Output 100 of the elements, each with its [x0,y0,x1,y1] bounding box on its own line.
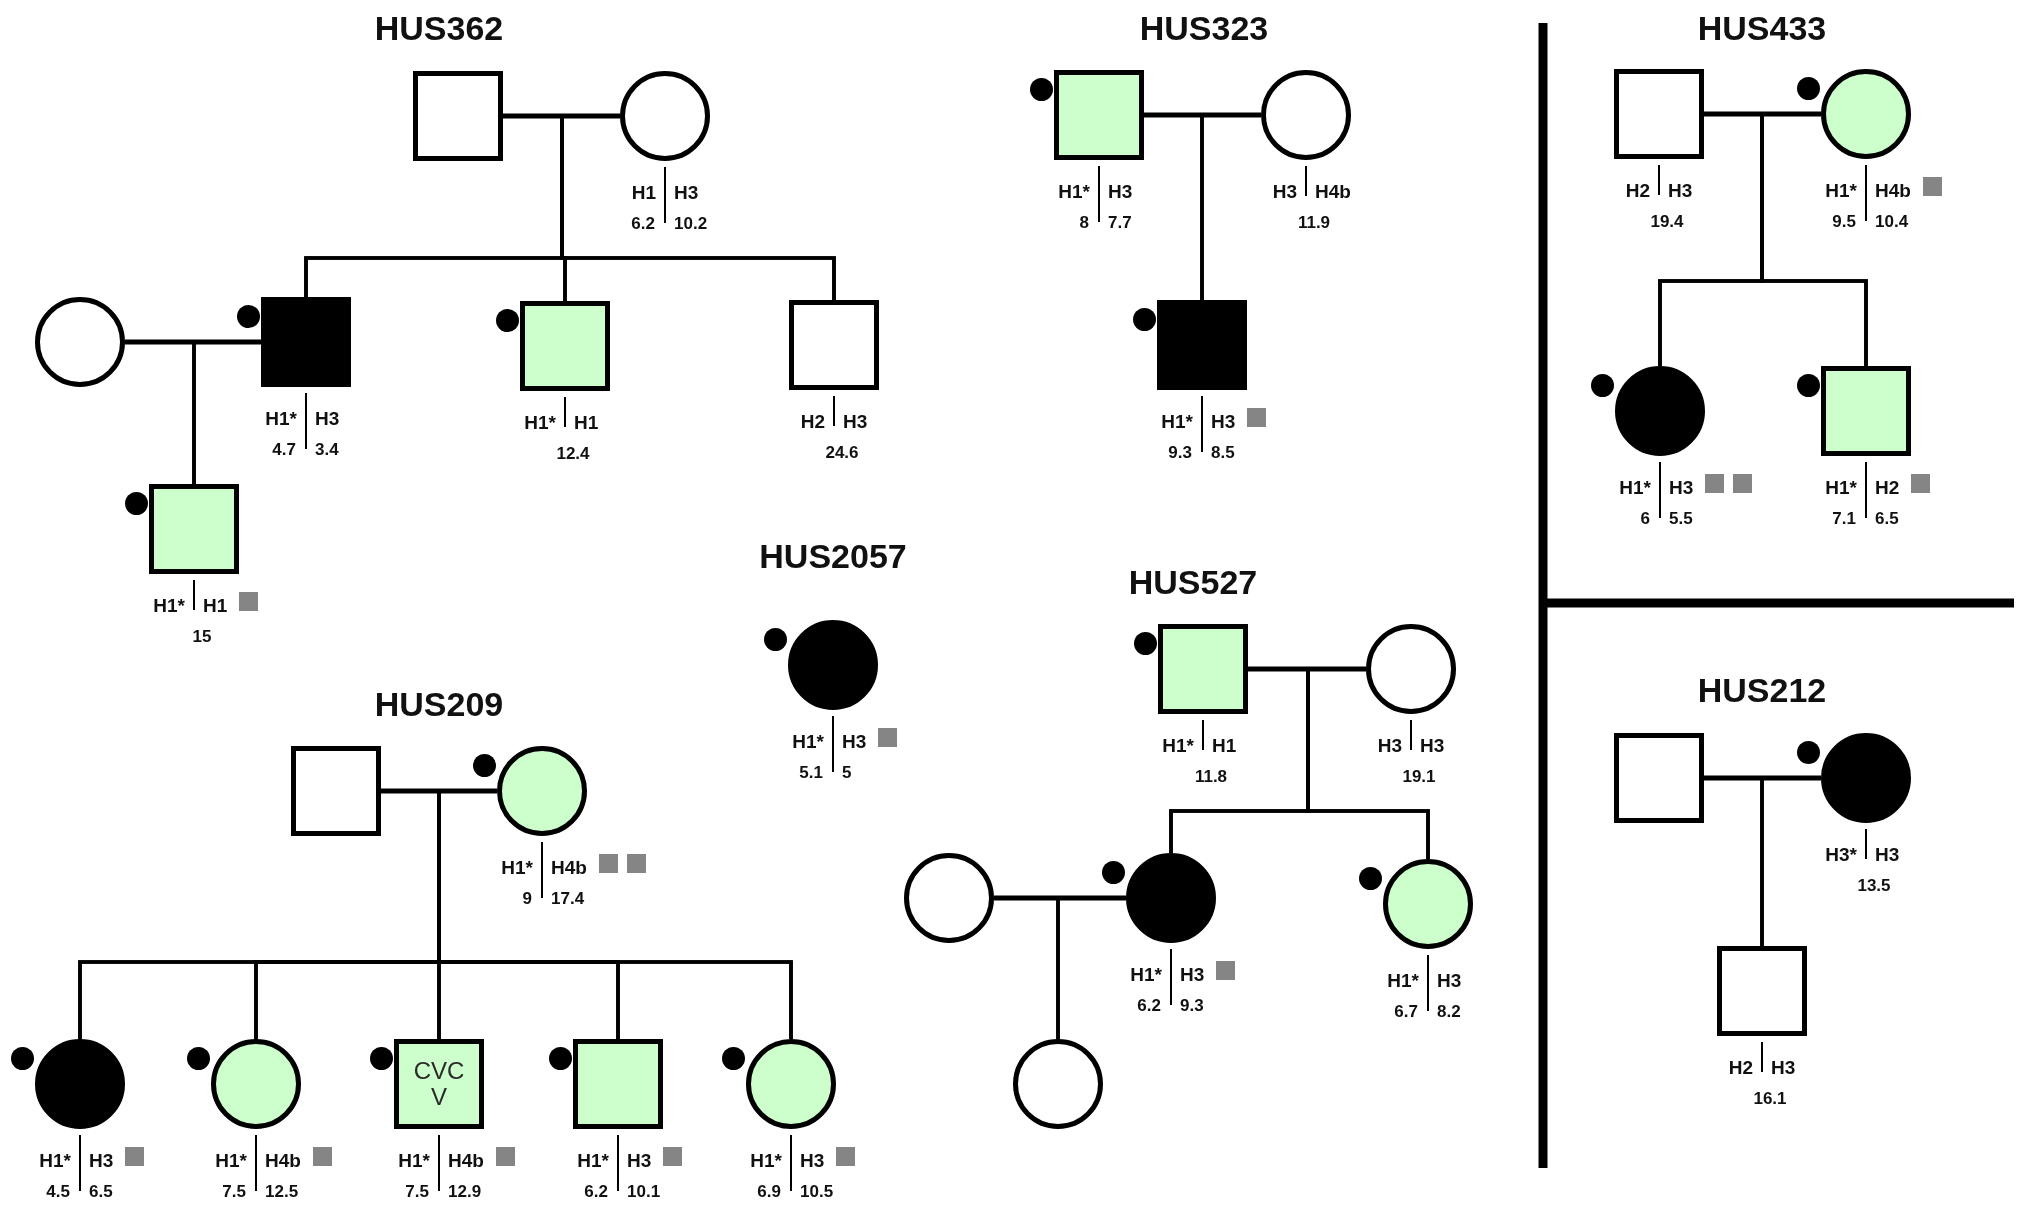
haplotype-label: H2 [1728,1057,1753,1079]
haplotype-label: H4b [551,857,587,879]
haplotype-label: H1* [750,1150,782,1172]
value-label: 15 [192,627,212,647]
haplotype-label: H1* [1619,477,1651,499]
haplotype-label: H3 [1272,181,1297,203]
value-label: 7.7 [1108,213,1132,233]
haplotype-label: H2 [1625,180,1650,202]
value-label: 4.7 [272,440,296,460]
male-symbol [520,301,610,391]
symbol-text: CVC V [412,1058,466,1110]
value-label: 4.5 [46,1182,70,1202]
haplotype-label: H1* [265,408,297,430]
value-label: 11.8 [1194,767,1228,787]
value-label: 19.4 [1650,212,1684,232]
value-label: 13.5 [1857,876,1891,896]
value-label: 16.1 [1753,1089,1787,1109]
haplotype-label: H3* [1825,844,1857,866]
haplotype-label: H3 [315,408,340,430]
haplotype-label: H1* [1161,411,1193,433]
value-label: 9.3 [1180,996,1204,1016]
male-symbol [394,1039,484,1129]
male-symbol [261,297,351,387]
value-label: 8.2 [1437,1002,1461,1022]
haplotype-label: H3 [627,1150,652,1172]
haplotype-label: H3 [1420,735,1445,757]
haplotype-label: H3 [1437,970,1462,992]
haplotype-label: H1 [203,595,228,617]
pedigree-line [1144,112,1261,118]
haplotype-label: H1* [398,1150,430,1172]
value-label: 6.5 [1875,509,1899,529]
value-label: 10.5 [800,1182,834,1202]
haplotype-label: H3 [842,731,867,753]
haplotype-label: H3 [1875,844,1900,866]
value-label: 9.3 [1168,443,1192,463]
haplotype-label: H1* [1825,180,1857,202]
male-symbol [1821,366,1911,456]
value-label: 6.5 [89,1182,113,1202]
value-label: 7.1 [1832,509,1856,529]
haplotype-label: H1* [215,1150,247,1172]
pedigree-title: HUS2057 [759,536,907,576]
value-label: 24.6 [825,443,859,463]
male-symbol [573,1039,663,1129]
male-symbol [413,71,503,161]
value-label: 6.2 [1137,996,1161,1016]
haplotype-label: H1* [577,1150,609,1172]
pedigree-title: HUS527 [1128,562,1258,602]
haplotype-label: H3 [1211,411,1236,433]
value-label: 6 [1640,509,1650,529]
haplotype-label: H1* [1825,477,1857,499]
value-label: 19.1 [1402,767,1436,787]
haplotype-label: H3 [1108,181,1133,203]
pedigree-title: HUS323 [1139,8,1269,48]
haplotype-label: H1* [1130,964,1162,986]
haplotype-label: H1* [39,1150,71,1172]
haplotype-label: H3 [674,182,699,204]
haplotype-label: H1* [524,412,556,434]
haplotype-label: H1* [501,857,533,879]
haplotype-label: H3 [89,1150,114,1172]
pedigree-line [125,339,261,345]
value-label: 10.4 [1875,212,1909,232]
haplotype-label: H1 [574,412,599,434]
value-label: 5.1 [799,763,823,783]
male-symbol [789,300,879,390]
haplotype-label: H3 [1377,735,1402,757]
value-label: 17.4 [551,889,585,909]
haplotype-label: H4b [448,1150,484,1172]
pedigree-line [994,895,1126,901]
pedigree-line [1704,775,1821,781]
male-symbol [1614,69,1704,159]
haplotype-label: H1* [792,731,824,753]
value-label: 11.9 [1297,213,1331,233]
value-label: 8.5 [1211,443,1235,463]
pedigree-line [1248,666,1366,672]
haplotype-label: H1 [631,182,656,204]
haplotype-label: H3 [843,411,868,433]
haplotype-label: H1 [1212,735,1237,757]
pedigree-title: HUS433 [1697,8,1827,48]
value-label: 9 [522,889,532,909]
haplotype-label: H3 [1669,477,1694,499]
value-label: 6.7 [1394,1002,1418,1022]
male-symbol [1054,70,1144,160]
haplotype-label: H4b [265,1150,301,1172]
male-symbol [149,484,239,574]
pedigree-line [1704,111,1821,117]
haplotype-label: H1* [1058,181,1090,203]
male-symbol [1157,300,1247,390]
value-label: 7.5 [405,1182,429,1202]
male-symbol [1717,946,1807,1036]
value-label: 12.5 [265,1182,299,1202]
haplotype-label: H1* [1162,735,1194,757]
value-label: 6.2 [631,214,655,234]
pedigree-title: HUS209 [374,684,504,724]
value-label: 6.9 [757,1182,781,1202]
haplotype-label: H2 [1875,477,1900,499]
value-label: 8 [1079,213,1089,233]
male-symbol [1614,733,1704,823]
pedigree-title: HUS212 [1697,670,1827,710]
pedigree-line [381,788,497,794]
value-label: 5.5 [1669,509,1693,529]
